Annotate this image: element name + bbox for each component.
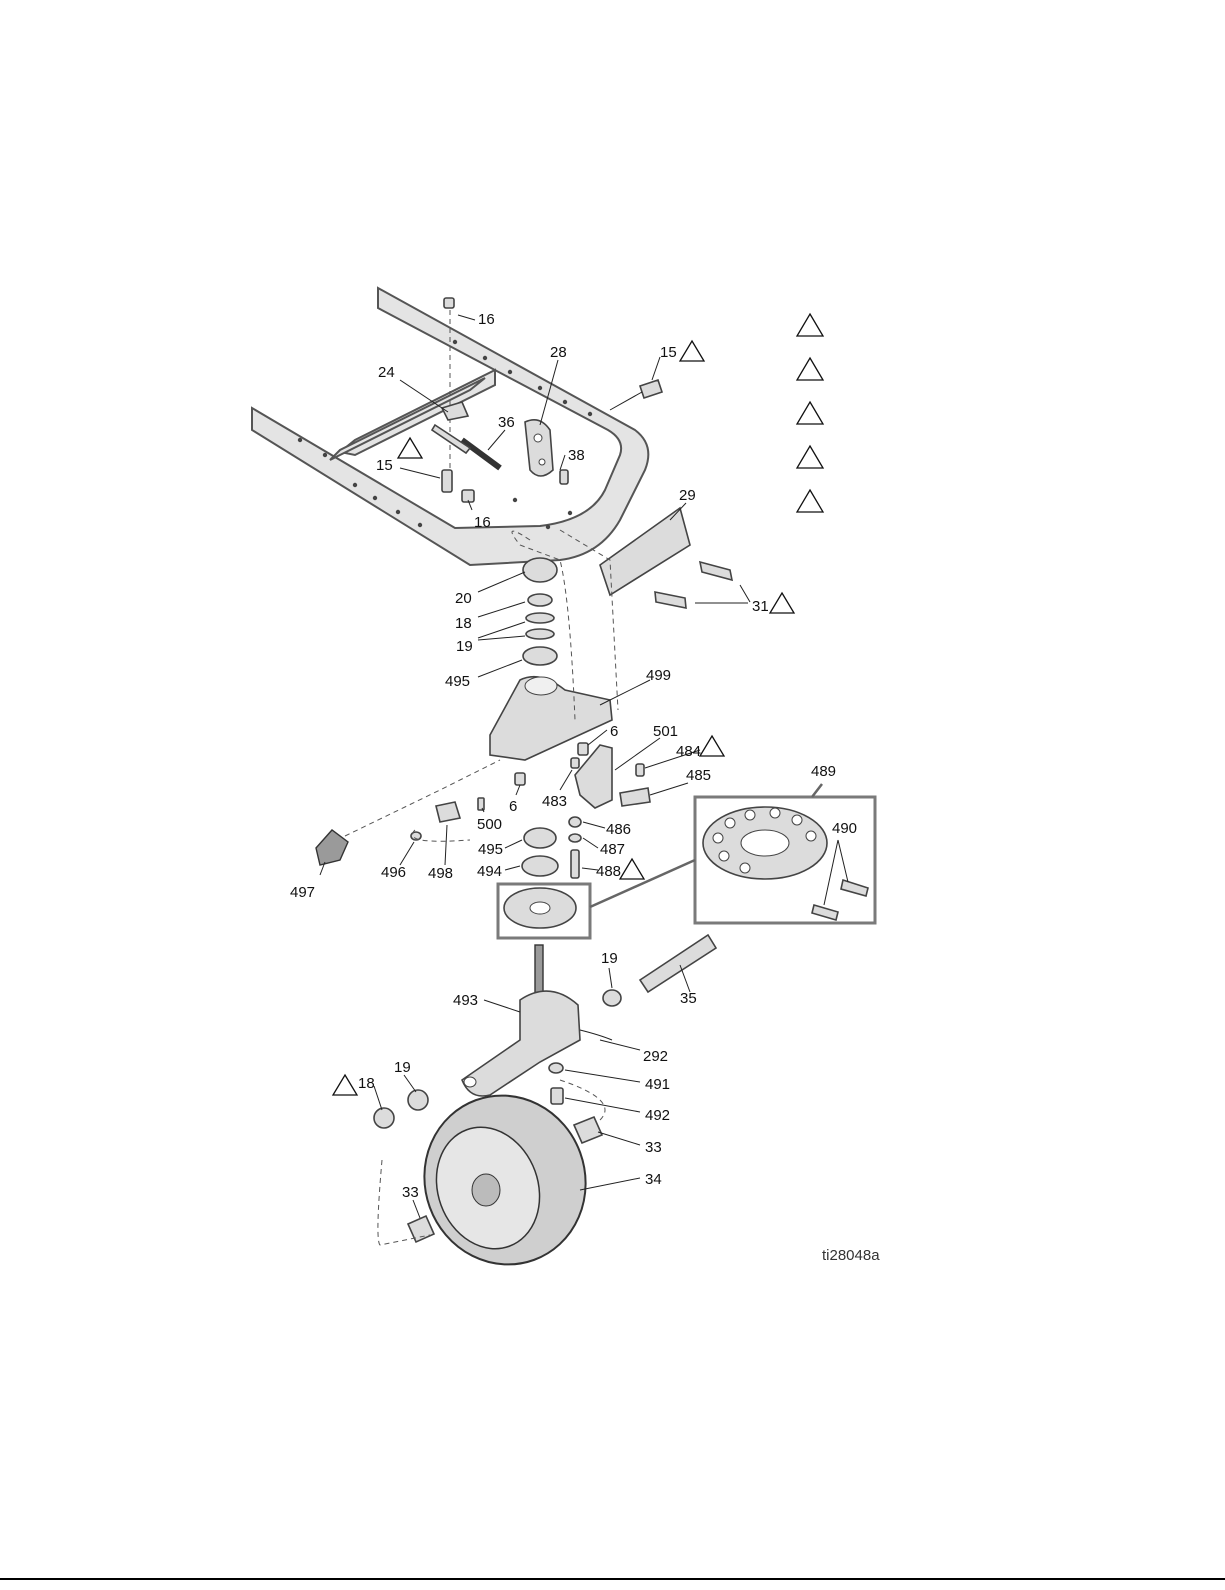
callout-19a: 19	[456, 638, 473, 655]
callout-18b: 18	[358, 1075, 375, 1092]
callout-24: 24	[378, 364, 395, 381]
callout-494: 494	[477, 863, 502, 880]
legend-triangle-5	[797, 490, 823, 512]
callout-18a: 18	[455, 615, 472, 632]
callout-485: 485	[686, 767, 711, 784]
callout-497: 497	[290, 884, 315, 901]
callout-31: 31	[752, 598, 769, 615]
callout-484: 484	[676, 743, 701, 760]
callout-489: 489	[811, 763, 836, 780]
callout-15a: 15	[660, 344, 677, 361]
callout-16b: 16	[474, 514, 491, 531]
callout-487: 487	[600, 841, 625, 858]
wheel-34	[374, 1073, 609, 1287]
callout-292: 292	[643, 1048, 668, 1065]
callout-499: 499	[646, 667, 671, 684]
callout-496: 496	[381, 864, 406, 881]
callout-500: 500	[477, 816, 502, 833]
page-bottom-rule	[0, 1578, 1225, 1580]
callout-492: 492	[645, 1107, 670, 1124]
callout-35: 35	[680, 990, 697, 1007]
callout-495a: 495	[445, 673, 470, 690]
callout-19c: 19	[394, 1059, 411, 1076]
callout-20: 20	[455, 590, 472, 607]
legend-triangle-2	[797, 358, 823, 380]
callout-493: 493	[453, 992, 478, 1009]
callout-36: 36	[498, 414, 515, 431]
callout-495b: 495	[478, 841, 503, 858]
callout-34: 34	[645, 1171, 662, 1188]
caster-yoke-493	[462, 935, 716, 1104]
callout-33b: 33	[402, 1184, 419, 1201]
callout-501: 501	[653, 723, 678, 740]
callout-490: 490	[832, 820, 857, 837]
callout-38: 38	[568, 447, 585, 464]
legend-triangle-3	[797, 402, 823, 424]
legend-triangle-4	[797, 446, 823, 468]
callout-498: 498	[428, 865, 453, 882]
callout-486: 486	[606, 821, 631, 838]
plate-29	[600, 508, 750, 608]
callout-488: 488	[596, 863, 621, 880]
callout-16a: 16	[478, 311, 495, 328]
figure-id: ti28048a	[822, 1247, 880, 1264]
lower-bearings	[522, 828, 558, 876]
callout-6a: 6	[610, 723, 618, 740]
callout-19b: 19	[601, 950, 618, 967]
callout-491: 491	[645, 1076, 670, 1093]
bearing-stack	[523, 558, 557, 665]
callout-6b: 6	[509, 798, 517, 815]
callout-29: 29	[679, 487, 696, 504]
legend-triangle-1	[797, 314, 823, 336]
callout-483: 483	[542, 793, 567, 810]
callout-28: 28	[550, 344, 567, 361]
callout-15b: 15	[376, 457, 393, 474]
caster-lock-parts	[316, 745, 650, 878]
callout-33a: 33	[645, 1139, 662, 1156]
